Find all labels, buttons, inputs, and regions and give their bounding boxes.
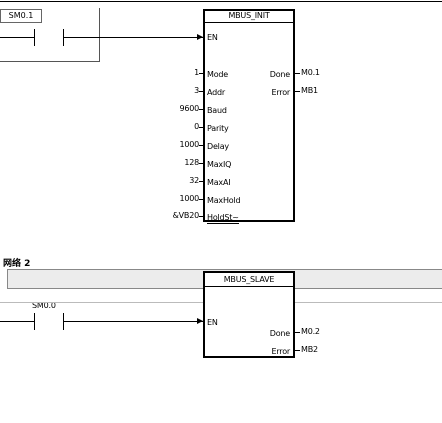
mbus-init-block[interactable]: MBUS_INIT EN Mode Addr Baud Parity Delay… xyxy=(203,9,295,224)
contact-left-bar[interactable] xyxy=(34,313,35,330)
pin-baud: Baud xyxy=(207,106,227,115)
pin-error: Error xyxy=(271,88,290,97)
contact-left-bar[interactable] xyxy=(34,29,35,46)
stub xyxy=(294,91,300,92)
stub xyxy=(294,350,300,351)
input-value-maxai[interactable]: 32 xyxy=(189,176,199,185)
stub xyxy=(199,216,204,217)
en-arrow-icon xyxy=(197,318,203,324)
input-value-maxiq[interactable]: 128 xyxy=(184,158,199,167)
input-value-maxhold[interactable]: 1000 xyxy=(179,194,199,203)
input-value-addr[interactable]: 3 xyxy=(194,86,199,95)
input-value-mode[interactable]: 1 xyxy=(194,68,199,77)
output-value-done[interactable]: M0.1 xyxy=(301,68,320,77)
pin-error: Error xyxy=(271,347,290,358)
output-value-done[interactable]: M0.2 xyxy=(301,327,320,336)
rung-wire-left xyxy=(0,37,34,38)
stub xyxy=(199,109,204,110)
input-value-parity[interactable]: 0 xyxy=(194,122,199,131)
pin-addr: Addr xyxy=(207,88,225,97)
output-value-error[interactable]: MB1 xyxy=(301,86,318,95)
pin-maxai: MaxAI xyxy=(207,178,231,187)
pin-holdst: HoldSt~ xyxy=(207,213,239,224)
input-value-holdst[interactable]: &VB20 xyxy=(172,211,200,220)
stub xyxy=(199,163,204,164)
stub xyxy=(294,332,300,333)
network-2-header[interactable]: 网络 2 xyxy=(3,259,31,269)
stub xyxy=(199,199,204,200)
mbus-slave-block[interactable]: MBUS_SLAVE EN Done Error xyxy=(203,271,295,358)
pin-maxhold: MaxHold xyxy=(207,196,241,205)
en-arrow-icon xyxy=(197,34,203,40)
pin-parity: Parity xyxy=(207,124,229,133)
pin-delay: Delay xyxy=(207,142,229,151)
stub xyxy=(199,181,204,182)
rung-wire-to-en xyxy=(63,37,204,38)
pin-maxiq: MaxIQ xyxy=(207,160,232,169)
rung-wire-left xyxy=(0,321,34,322)
network-1-comment-area[interactable] xyxy=(0,8,100,62)
top-border-line xyxy=(0,1,442,2)
block-title: MBUS_INIT xyxy=(205,11,293,23)
pin-mode: Mode xyxy=(207,70,228,79)
contact-address-sm0-0[interactable]: SM0.0 xyxy=(32,301,56,310)
stub xyxy=(199,127,204,128)
block-title: MBUS_SLAVE xyxy=(205,275,293,287)
stub xyxy=(294,73,300,74)
output-value-error[interactable]: MB2 xyxy=(301,345,318,354)
contact-address-sm0-1[interactable]: SM0.1 xyxy=(0,9,42,23)
input-value-baud[interactable]: 9600 xyxy=(179,104,199,113)
rung-wire-to-en xyxy=(63,321,204,322)
stub xyxy=(199,73,204,74)
pin-done: Done xyxy=(269,329,290,338)
en-pin-label: EN xyxy=(207,318,218,327)
input-value-delay[interactable]: 1000 xyxy=(179,140,199,149)
en-pin-label: EN xyxy=(207,33,218,42)
stub xyxy=(199,91,204,92)
stub xyxy=(199,145,204,146)
pin-done: Done xyxy=(269,70,290,79)
